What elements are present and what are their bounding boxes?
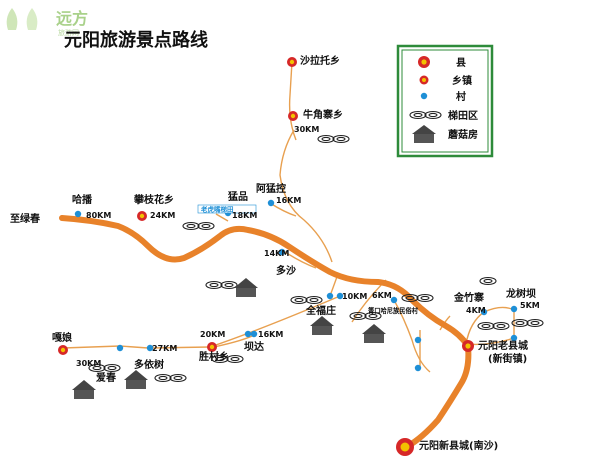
km-duoyi: 27KM [152, 344, 177, 353]
km-duosha: 14KM [264, 249, 289, 258]
km-niujiao: 30KM [294, 125, 319, 134]
terrace-5 [349, 311, 382, 321]
terrace-3 [205, 280, 238, 290]
terrace-12 [211, 354, 244, 364]
village-marker-hazhe [74, 210, 82, 218]
legend-terrace-label: 梯田区 [448, 109, 478, 122]
label-mengpin: 猛品 [227, 190, 248, 203]
terrace-2 [182, 221, 215, 231]
legend-house-label: 蘑菇房 [448, 128, 478, 141]
legend-town-symbol [419, 75, 429, 85]
logo: 远方 旅游网 [6, 8, 88, 37]
terrace-11 [154, 373, 187, 383]
village-marker-duosha [278, 248, 286, 256]
label-panzhi: 攀枝花乡 [133, 193, 174, 206]
logo-text: 远方 [56, 9, 88, 28]
km-qingkou: 6KM [372, 291, 392, 300]
legend-inner-frame [401, 49, 489, 153]
label-duosha: 多沙 [276, 264, 296, 277]
county-marker-xinxian [396, 438, 414, 456]
label-zhilvchun: 至绿春 [10, 212, 40, 225]
house-duosha [234, 278, 258, 297]
town-marker-shengcun [207, 342, 217, 352]
legend-terrace-symbol [409, 110, 442, 120]
legend-county-label: 县 [456, 57, 466, 69]
terrace-symbols [88, 134, 544, 383]
village-marker-qingkou [390, 296, 398, 304]
legend-frame [396, 44, 494, 158]
village-marker-a [414, 336, 422, 344]
legend-house-symbol [412, 125, 436, 143]
km-gaoniang: 30KM [76, 359, 101, 368]
village-marker-longshu [510, 305, 518, 313]
km-mengpin: 18KM [232, 211, 257, 220]
main-road [59, 215, 472, 449]
county-seat-markers [396, 340, 474, 456]
label-xinxian: 元阳新县城(南沙) [419, 439, 498, 452]
town-marker-shala [287, 57, 297, 67]
terrace-4 [290, 295, 323, 305]
legend-village-label: 村 [456, 90, 466, 103]
village-marker-e [244, 330, 252, 338]
label-niujiao: 牛角寨乡 [303, 108, 343, 121]
legend-county-symbol [418, 56, 430, 68]
label-qingkou: 箐口哈尼族民俗村 [368, 306, 418, 315]
town-marker-panzhi [137, 211, 147, 221]
label-jinzhu: 金竹寨 [453, 291, 484, 304]
village-marker-jinfu [326, 292, 334, 300]
label-aichun: 爱春 [96, 371, 116, 384]
village-marker-c [510, 334, 518, 342]
county-marker-laoxian [462, 340, 474, 352]
label-duoyi: 多依树 [134, 358, 164, 371]
km-panzhi: 24KM [150, 211, 175, 220]
house-qingkou [362, 324, 386, 343]
village-marker-ageng [267, 199, 275, 207]
label-ageng: 阿猛控 [256, 182, 286, 195]
label-xinjie: (新街镇) [488, 352, 527, 365]
label-gaoniang: 嘎娘 [52, 331, 72, 344]
label-longshu: 龙树坝 [505, 287, 536, 300]
label-mengpin-note: 老虎嘴梯田 [200, 205, 234, 214]
village-marker-duoyi [146, 344, 154, 352]
legend-village-symbol [420, 92, 428, 100]
label-shala: 沙拉托乡 [300, 54, 340, 67]
km-jinzhu: 4KM [466, 306, 486, 315]
label-hazhe: 哈播 [72, 193, 93, 206]
km-shengcun: 20KM [200, 330, 225, 339]
terrace-6 [401, 293, 434, 303]
house-duoyi [124, 370, 148, 389]
terrace-1 [317, 134, 350, 144]
house-aichun [72, 380, 96, 399]
km-bada: 16KM [258, 330, 283, 339]
village-markers [74, 199, 518, 372]
logo-subtext: 旅游网 [58, 28, 79, 37]
terrace-7 [479, 276, 497, 286]
label-shengcun: 胜村乡 [198, 350, 229, 363]
km-hazhe: 80KM [86, 211, 111, 220]
km-ageng: 16KM [276, 196, 301, 205]
house-jinfu [310, 316, 334, 335]
village-marker-d [336, 292, 344, 300]
town-markers [58, 57, 298, 355]
terrace-8 [477, 321, 510, 331]
map-title: 元阳旅游景点路线 [64, 29, 208, 51]
village-marker-b [414, 364, 422, 372]
town-marker-gaoniang [58, 345, 68, 355]
km-longshu: 5KM [520, 301, 540, 310]
label-laoxian: 元阳老县城 [478, 339, 528, 352]
km-jinfu: 10KM [342, 292, 367, 301]
mengpin-note-box [197, 204, 257, 214]
village-marker-bada [250, 330, 258, 338]
mushroom-houses [72, 278, 386, 399]
village-marker-jinzhu [480, 308, 488, 316]
terrace-9 [511, 318, 544, 328]
label-jinfu: 全福庄 [305, 304, 336, 317]
terrace-10 [88, 363, 121, 373]
label-bada: 坝达 [244, 340, 264, 353]
legend-town-label: 乡镇 [452, 74, 472, 87]
town-marker-niujiao [288, 111, 298, 121]
village-marker-aichun [116, 344, 124, 352]
legend: 县 乡镇 村 梯田区 蘑菇房 [396, 44, 494, 158]
